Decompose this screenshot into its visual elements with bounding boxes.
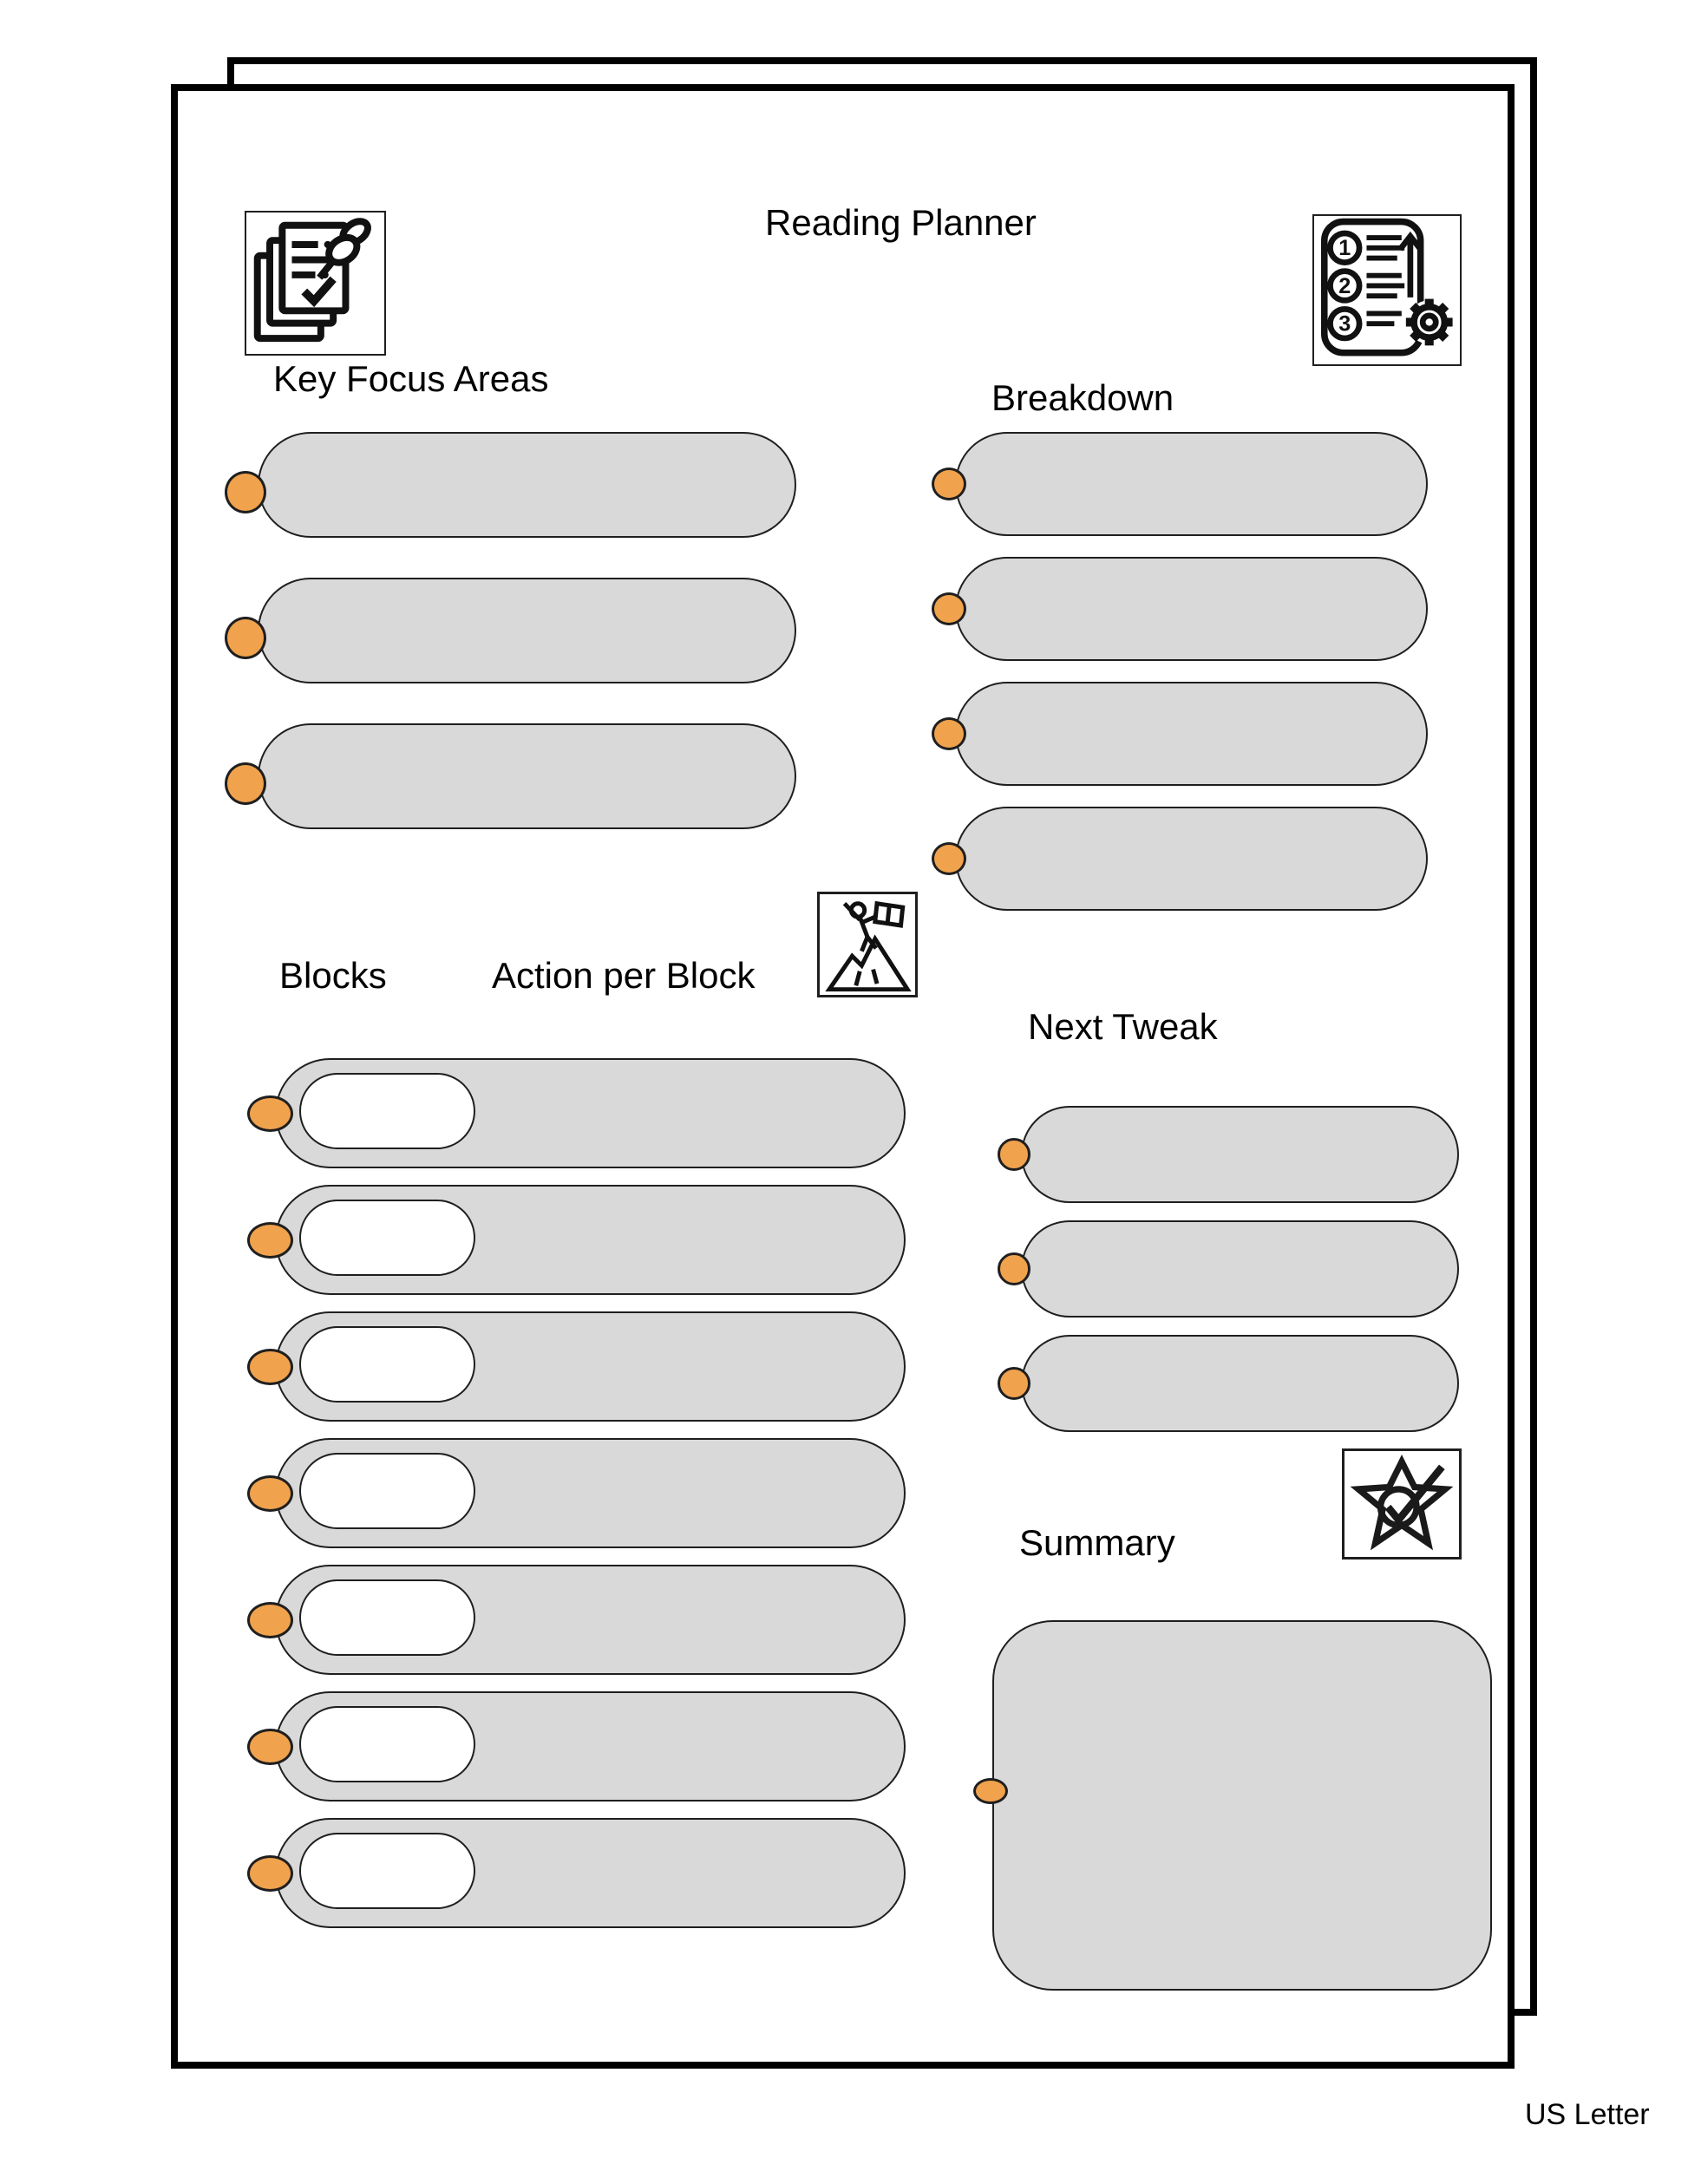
page-title: Reading Planner xyxy=(765,202,1037,243)
key-focus-field-row xyxy=(225,578,797,683)
blocks-rows xyxy=(247,1058,906,1945)
block-field[interactable] xyxy=(299,1833,475,1909)
bullet-marker xyxy=(247,1222,293,1259)
action-per-block-label: Action per Block xyxy=(492,955,756,996)
bullet-marker xyxy=(247,1729,293,1765)
next-tweak-rows xyxy=(998,1106,1462,1449)
bullet-marker xyxy=(225,471,266,513)
summary-label: Summary xyxy=(1019,1522,1175,1563)
next-tweak-field-row xyxy=(998,1335,1462,1432)
breakdown-field[interactable] xyxy=(955,432,1428,536)
bullet-marker xyxy=(932,842,966,875)
numbered-steps-gear-icon: 1 2 3 xyxy=(1312,214,1462,366)
bullet-marker xyxy=(247,1349,293,1385)
action-per-block-field[interactable] xyxy=(275,1691,906,1801)
action-per-block-field[interactable] xyxy=(275,1185,906,1295)
bullet-marker xyxy=(247,1602,293,1638)
bullet-marker xyxy=(932,592,966,625)
bullet-marker xyxy=(225,617,266,659)
svg-text:3: 3 xyxy=(1338,312,1351,337)
next-tweak-label: Next Tweak xyxy=(1028,1006,1218,1047)
key-focus-areas-label: Key Focus Areas xyxy=(273,358,549,399)
breakdown-field-row xyxy=(932,557,1430,661)
breakdown-field[interactable] xyxy=(955,557,1428,661)
action-per-block-field-row xyxy=(247,1818,906,1928)
action-per-block-field[interactable] xyxy=(275,1058,906,1168)
next-tweak-field-row xyxy=(998,1220,1462,1318)
block-field[interactable] xyxy=(299,1579,475,1656)
key-focus-field[interactable] xyxy=(258,432,796,538)
svg-text:2: 2 xyxy=(1338,274,1351,298)
block-field[interactable] xyxy=(299,1453,475,1529)
bullet-marker xyxy=(998,1138,1030,1171)
breakdown-rows xyxy=(932,432,1430,932)
summit-flag-icon xyxy=(817,892,918,997)
key-focus-areas-rows xyxy=(225,432,797,869)
block-field[interactable] xyxy=(299,1073,475,1149)
breakdown-field-row xyxy=(932,807,1430,911)
key-focus-field-row xyxy=(225,432,797,538)
breakdown-field[interactable] xyxy=(955,682,1428,786)
block-field[interactable] xyxy=(299,1326,475,1403)
action-per-block-field[interactable] xyxy=(275,1818,906,1928)
star-check-icon xyxy=(1342,1448,1462,1560)
next-tweak-field[interactable] xyxy=(1021,1335,1459,1432)
action-per-block-field[interactable] xyxy=(275,1311,906,1422)
block-field[interactable] xyxy=(299,1200,475,1276)
action-per-block-field-row xyxy=(247,1438,906,1548)
next-tweak-field-row xyxy=(998,1106,1462,1203)
bullet-marker xyxy=(247,1095,293,1132)
bullet-marker xyxy=(998,1367,1030,1400)
action-per-block-field-row xyxy=(247,1311,906,1422)
breakdown-label: Breakdown xyxy=(991,377,1174,418)
key-focus-field-row xyxy=(225,723,797,829)
breakdown-field[interactable] xyxy=(955,807,1428,911)
block-field[interactable] xyxy=(299,1706,475,1782)
bullet-marker xyxy=(247,1475,293,1512)
bullet-marker xyxy=(973,1778,1008,1804)
key-focus-field[interactable] xyxy=(258,723,796,829)
next-tweak-field[interactable] xyxy=(1021,1106,1459,1203)
action-per-block-field-row xyxy=(247,1058,906,1168)
action-per-block-field-row xyxy=(247,1185,906,1295)
blocks-label: Blocks xyxy=(279,955,387,996)
bullet-marker xyxy=(247,1855,293,1892)
notes-pin-icon xyxy=(245,211,386,356)
key-focus-field[interactable] xyxy=(258,578,796,683)
bullet-marker xyxy=(932,717,966,750)
summary-field[interactable] xyxy=(992,1620,1492,1991)
paper-size-note: US Letter xyxy=(1525,2098,1650,2131)
bullet-marker xyxy=(932,468,966,500)
svg-text:1: 1 xyxy=(1338,236,1351,260)
action-per-block-field-row xyxy=(247,1565,906,1675)
bullet-marker xyxy=(225,762,266,805)
breakdown-field-row xyxy=(932,432,1430,536)
next-tweak-field[interactable] xyxy=(1021,1220,1459,1318)
breakdown-field-row xyxy=(932,682,1430,786)
action-per-block-field[interactable] xyxy=(275,1565,906,1675)
action-per-block-field[interactable] xyxy=(275,1438,906,1548)
action-per-block-field-row xyxy=(247,1691,906,1801)
bullet-marker xyxy=(998,1252,1030,1285)
